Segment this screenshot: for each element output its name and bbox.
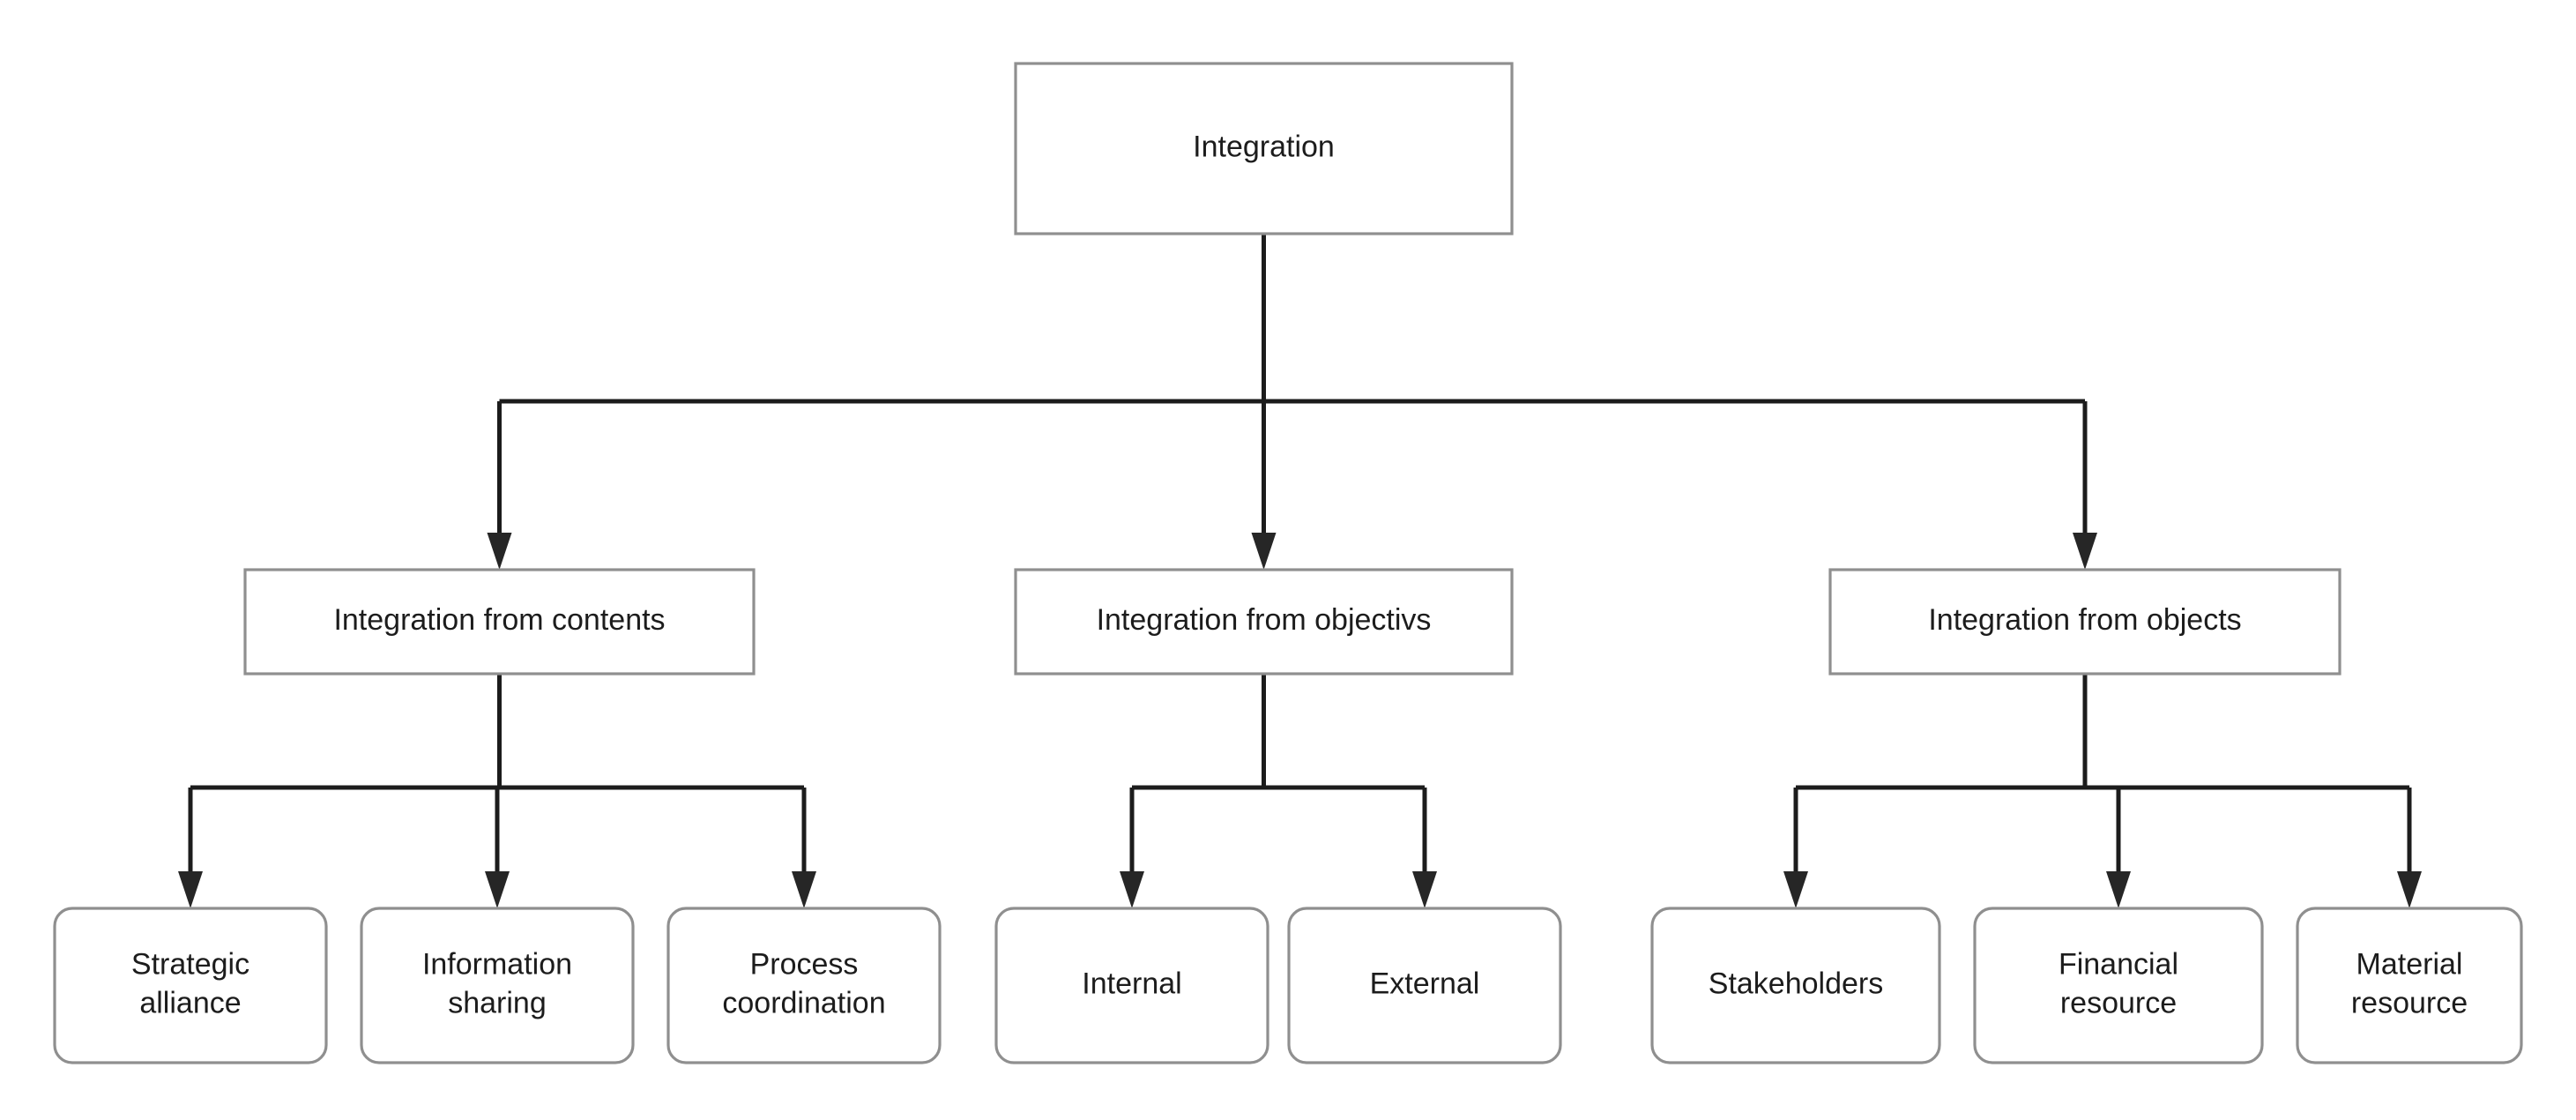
node-integration-from-objects[interactable]: Integration from objects <box>1828 568 2341 676</box>
edge-root-to-integration-from-objectivs-arrow <box>1251 533 1277 570</box>
node-box-process-coordination[interactable] <box>666 907 942 1064</box>
node-label-process-coordination: coordination <box>722 986 885 1019</box>
edge-integration-from-objects-to-stakeholders-arrow <box>1783 871 1808 908</box>
node-label-integration-from-objectivs: Integration from objectivs <box>1097 603 1432 637</box>
node-label-financial-resource: resource <box>2060 986 2177 1019</box>
node-material-resource[interactable]: Material resource <box>2296 907 2523 1064</box>
node-box-strategic-alliance[interactable] <box>53 907 328 1064</box>
node-information-sharing[interactable]: Information sharing <box>360 907 635 1064</box>
node-box-stakeholders[interactable] <box>1650 907 1941 1064</box>
node-label-strategic-alliance: alliance <box>139 986 241 1019</box>
node-label-external: External <box>1370 967 1480 1000</box>
node-box-integration-from-objects[interactable] <box>1828 568 2341 676</box>
node-box-integration-from-objectivs[interactable] <box>1014 568 1514 676</box>
node-label-material-resource: resource <box>2351 986 2468 1019</box>
node-label-stakeholders: Stakeholders <box>1709 967 1883 1000</box>
edge-integration-from-objects-to-material-resource-arrow <box>2397 871 2422 908</box>
node-label-internal: Internal <box>1082 967 1181 1000</box>
node-label-information-sharing: sharing <box>448 986 547 1019</box>
node-label-material-resource: Material <box>2356 947 2463 981</box>
node-strategic-alliance[interactable]: Strategic alliance <box>53 907 328 1064</box>
edge-integration-from-contents-to-strategic-alliance-arrow <box>178 871 203 908</box>
node-label-strategic-alliance: Strategic <box>131 947 249 981</box>
node-financial-resource[interactable]: Financial resource <box>1973 907 2264 1064</box>
node-box-integration-from-contents[interactable] <box>243 568 756 676</box>
node-label-information-sharing: Information <box>422 947 572 981</box>
node-box-internal[interactable] <box>994 907 1269 1064</box>
node-label-integration: Integration <box>1193 130 1335 163</box>
edge-integration-from-contents-to-information-sharing-arrow <box>485 871 510 908</box>
node-box-financial-resource[interactable] <box>1973 907 2264 1064</box>
node-box-material-resource[interactable] <box>2296 907 2523 1064</box>
node-external[interactable]: External <box>1287 907 1562 1064</box>
connectors-layer <box>178 234 2422 908</box>
node-stakeholders[interactable]: Stakeholders <box>1650 907 1941 1064</box>
edge-root-to-integration-from-objects-arrow <box>2073 533 2097 570</box>
node-label-process-coordination: Process <box>750 947 859 981</box>
node-integration-from-objectivs[interactable]: Integration from objectivs <box>1014 568 1514 676</box>
edge-integration-from-objectivs-to-internal-arrow <box>1120 871 1144 908</box>
edge-integration-from-contents-to-process-coordination-arrow <box>792 871 816 908</box>
node-integration-from-contents[interactable]: Integration from contents <box>243 568 756 676</box>
node-label-financial-resource: Financial <box>2059 947 2178 981</box>
node-box-information-sharing[interactable] <box>360 907 635 1064</box>
node-box-integration[interactable] <box>1014 62 1514 235</box>
node-process-coordination[interactable]: Process coordination <box>666 907 942 1064</box>
edge-root-to-integration-from-contents-arrow <box>487 533 512 570</box>
edge-integration-from-objects-to-financial-resource-arrow <box>2106 871 2131 908</box>
node-internal[interactable]: Internal <box>994 907 1269 1064</box>
node-box-external[interactable] <box>1287 907 1562 1064</box>
node-label-integration-from-objects: Integration from objects <box>1928 603 2241 637</box>
edge-integration-from-objectivs-to-external-arrow <box>1412 871 1437 908</box>
node-label-integration-from-contents: Integration from contents <box>333 603 665 637</box>
node-integration[interactable]: Integration <box>1014 62 1514 235</box>
